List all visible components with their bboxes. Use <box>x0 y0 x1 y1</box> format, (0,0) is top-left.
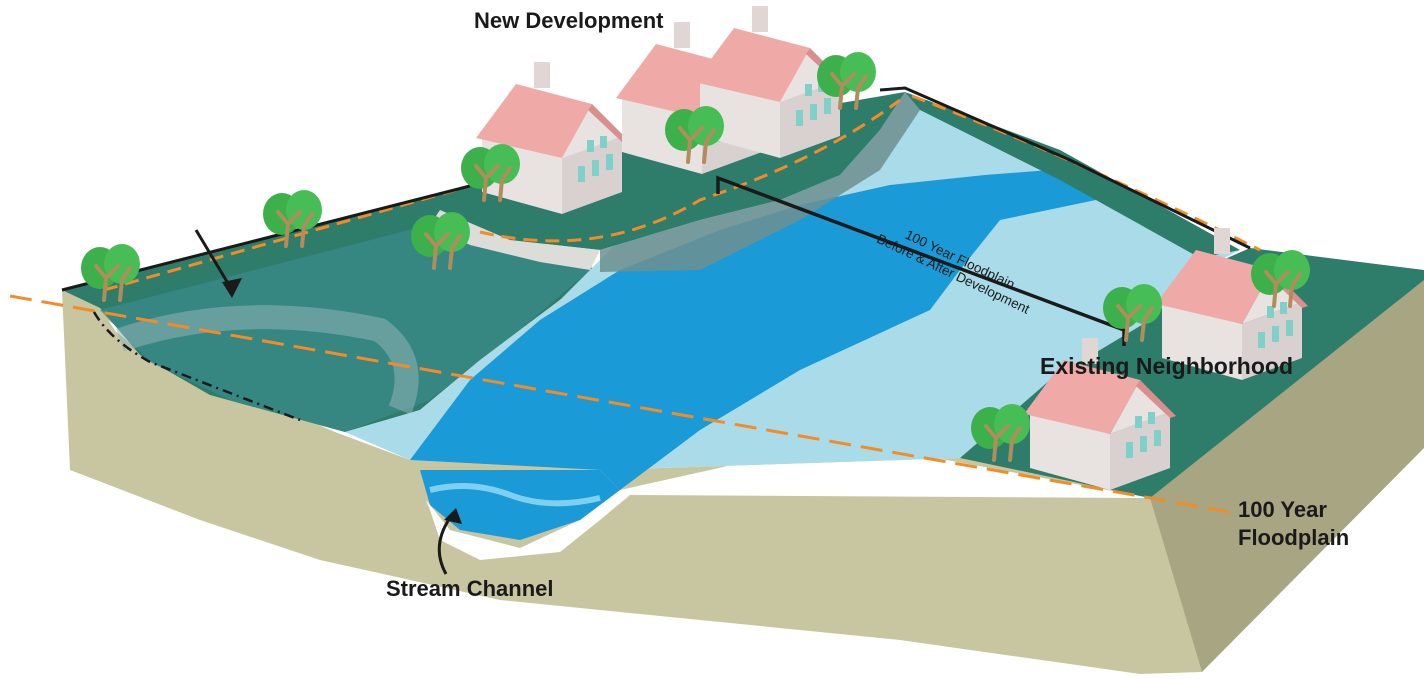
house-icon <box>476 62 628 214</box>
floodplain-bracket <box>716 175 1126 346</box>
existing-neighborhood-label: Existing Neighborhood <box>1040 353 1293 379</box>
arrow-icon <box>194 229 234 291</box>
floodplain-label-line2: Floodplain <box>1238 525 1350 550</box>
soil-right-face <box>1150 272 1424 672</box>
floodplain-label: 100 Year Floodplain <box>1238 496 1349 552</box>
floodplain-line-main <box>9 294 1231 514</box>
stream-channel-label: Stream Channel <box>386 576 554 601</box>
soil-left-face <box>62 290 1202 674</box>
new-development-label: New Development <box>474 8 664 33</box>
floodplain-label-line1: 100 Year <box>1238 497 1327 522</box>
stream-channel-band <box>410 170 1120 490</box>
